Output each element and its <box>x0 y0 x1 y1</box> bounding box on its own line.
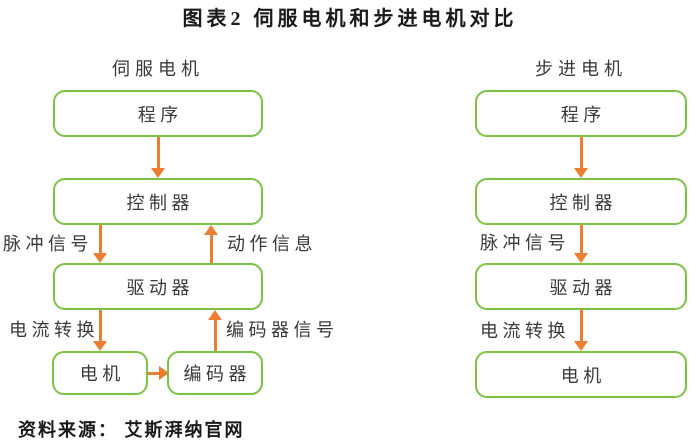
servo-box-motor: 电机 <box>52 351 148 395</box>
stepper-box-controller: 控制器 <box>475 178 687 225</box>
stepper-box-driver: 驱动器 <box>475 263 687 310</box>
figure-title: 图表2 伺服电机和步进电机对比 <box>182 8 518 30</box>
servo-label-action-info: 动作信息 <box>227 234 317 254</box>
servo-arrow-motor-to-encoder-icon <box>148 366 169 380</box>
stepper-label-current-conversion: 电流转换 <box>480 321 570 341</box>
servo-label-pulse-signal: 脉冲信号 <box>3 234 93 254</box>
stepper-column-header: 步进电机 <box>535 59 627 79</box>
servo-arrow-controller-to-driver-icon <box>93 225 107 263</box>
servo-label-encoder-signal: 编码器信号 <box>226 320 339 340</box>
servo-box-encoder: 编码器 <box>167 351 263 395</box>
stepper-box-motor: 电机 <box>475 351 687 398</box>
stepper-box-program: 程序 <box>475 90 687 137</box>
servo-arrow-program-to-controller-icon <box>151 137 165 178</box>
servo-arrow-encoder-to-driver-icon <box>208 310 222 351</box>
servo-arrow-driver-to-motor-icon <box>93 310 107 351</box>
servo-box-controller: 控制器 <box>53 178 263 225</box>
stepper-arrow-driver-to-motor-icon <box>574 310 588 351</box>
servo-column-header: 伺服电机 <box>112 59 204 79</box>
source-note: 资料来源： 艾斯湃纳官网 <box>18 420 245 440</box>
servo-box-program: 程序 <box>53 90 263 137</box>
servo-arrow-driver-to-controller-icon <box>204 225 218 263</box>
stepper-label-pulse-signal: 脉冲信号 <box>480 233 570 253</box>
stepper-arrow-controller-to-driver-icon <box>574 225 588 263</box>
servo-box-driver: 驱动器 <box>53 263 263 310</box>
servo-label-current-conversion: 电流转换 <box>9 320 99 340</box>
stepper-arrow-program-to-controller-icon <box>574 137 588 178</box>
